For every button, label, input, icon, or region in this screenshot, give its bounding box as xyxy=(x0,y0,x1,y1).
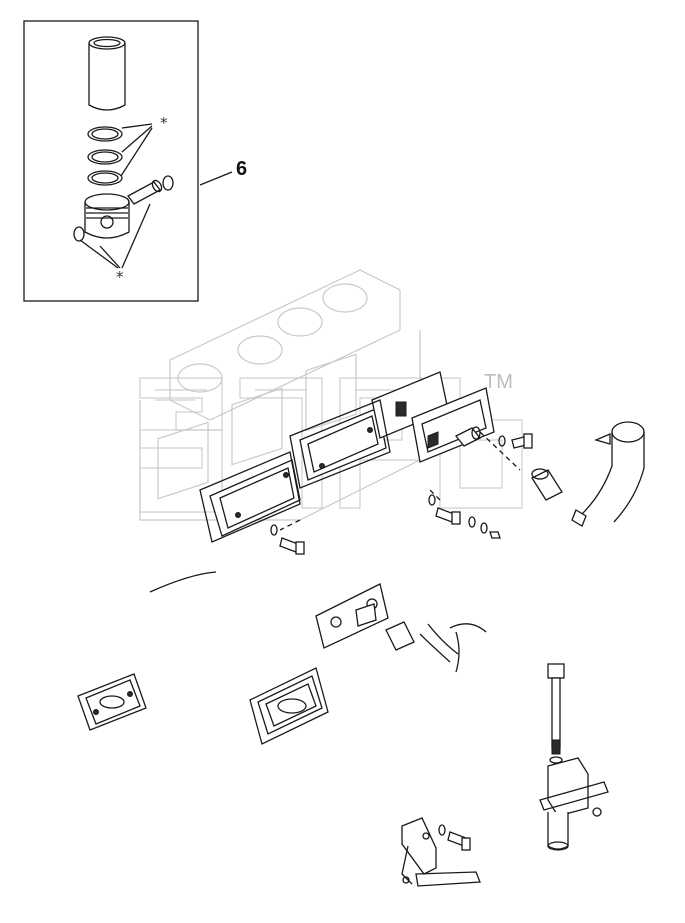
gasket-1 xyxy=(199,451,301,543)
piston-rings xyxy=(87,126,123,186)
side-cover-plate-1 xyxy=(209,459,301,537)
large-cover-plate xyxy=(249,667,329,745)
star-marker-bottom: * xyxy=(116,268,124,286)
bracket-bolt xyxy=(438,824,471,851)
star-marker-top: * xyxy=(160,114,168,132)
support-bracket xyxy=(539,757,609,851)
mounting-bracket xyxy=(401,817,481,887)
bolt-lower-left xyxy=(270,524,305,555)
breather-pipe xyxy=(571,421,645,527)
side-cover-plate-2 xyxy=(299,407,387,481)
connector-hose xyxy=(385,621,487,673)
circlip-right xyxy=(162,175,174,191)
small-cover-plate xyxy=(77,673,147,731)
callout-6-leader xyxy=(199,171,233,186)
circlip-left xyxy=(73,226,85,242)
bolt-upper-right xyxy=(498,433,533,449)
piston-pin xyxy=(127,179,163,205)
watermark-trademark: TM xyxy=(484,371,513,393)
bolt-middle xyxy=(428,494,501,539)
breather-cover xyxy=(411,387,495,463)
piston-kit-box xyxy=(23,20,199,302)
cylinder-liner xyxy=(88,36,126,111)
watermark-logo xyxy=(139,377,523,513)
stray-line xyxy=(149,571,217,593)
gasket-2 xyxy=(289,399,391,489)
piston xyxy=(84,193,130,239)
long-bolt xyxy=(547,663,565,764)
breather-plate xyxy=(315,583,389,649)
breather-hose xyxy=(531,468,563,501)
callout-number-6: 6 xyxy=(236,158,248,180)
